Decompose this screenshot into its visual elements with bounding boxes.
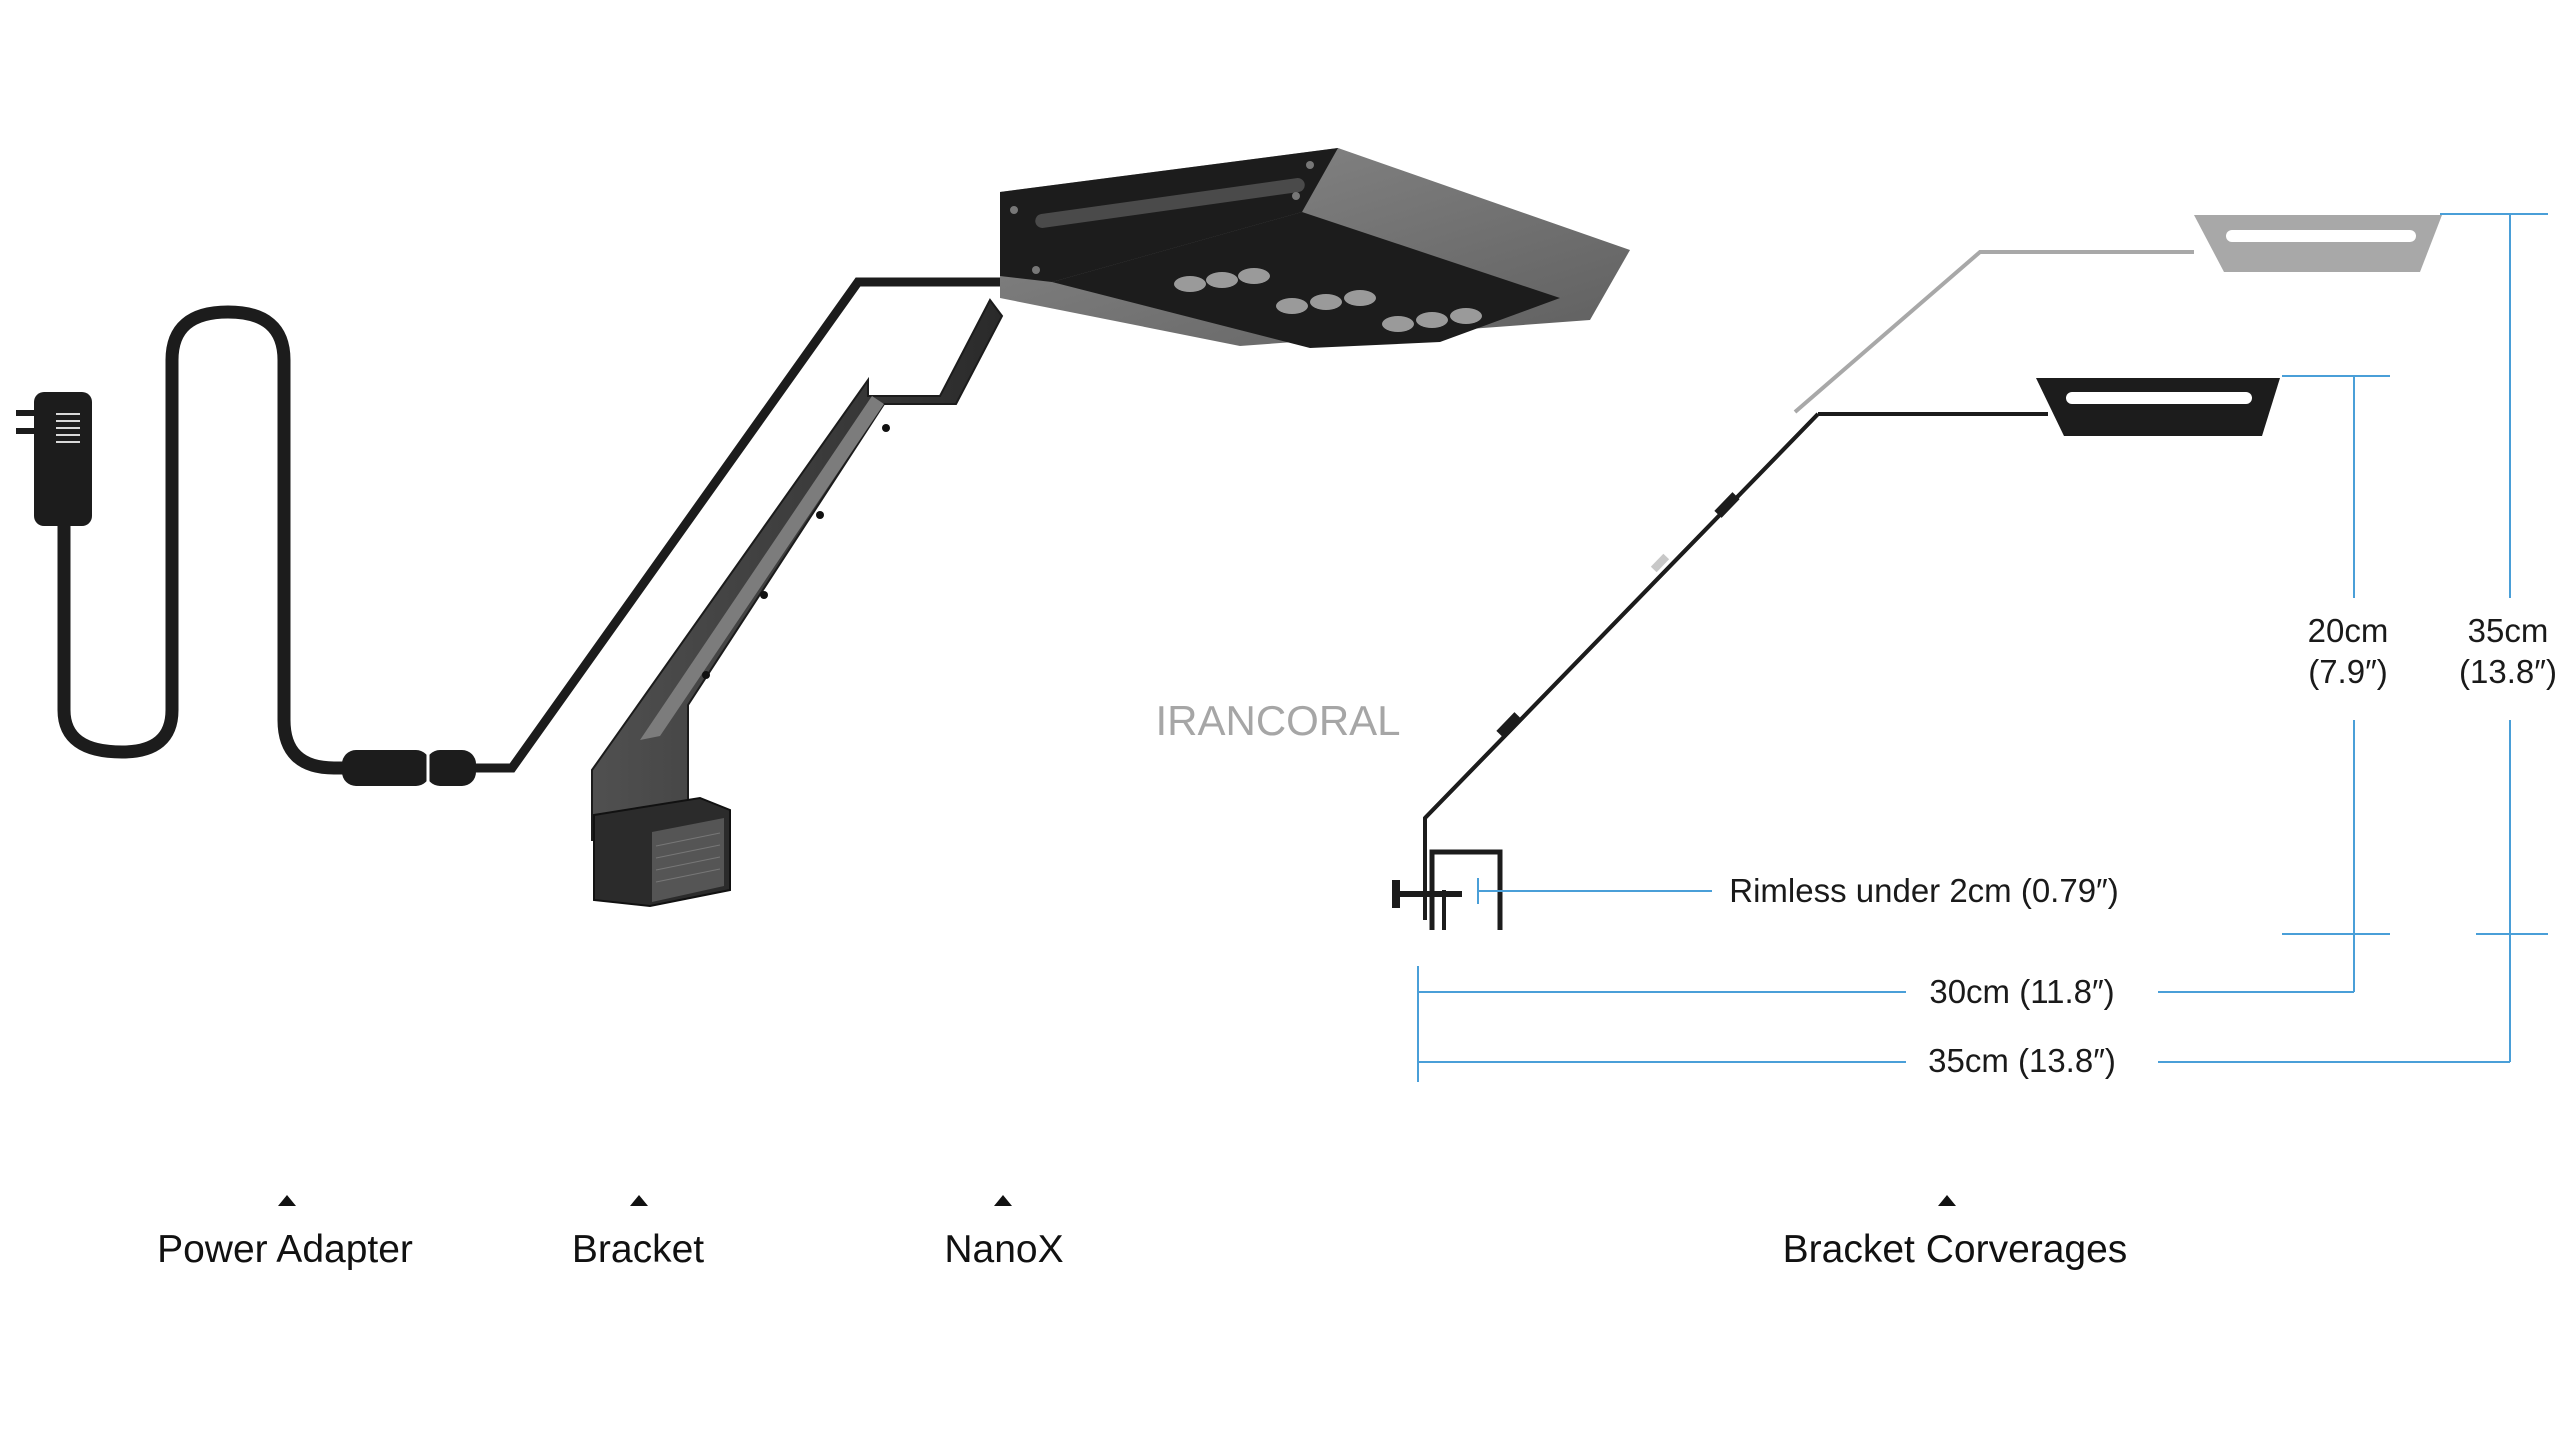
extended-light [2194, 215, 2442, 272]
extended-arm [1793, 250, 2194, 414]
caption-nanox-label: NanoX [944, 1228, 1063, 1271]
height-35-cm-label: 35cm [2468, 612, 2549, 649]
bracket-coverage-illustration [1392, 215, 2442, 930]
width-35-label: 35cm (13.8″) [1928, 1042, 2116, 1079]
caption-bracket-coverages-label: Bracket Corverages [1783, 1228, 2128, 1271]
rimless-label: Rimless under 2cm (0.79″) [1729, 872, 2118, 909]
triangle-up-icon [994, 1195, 1012, 1206]
height-20-in-label: (7.9″) [2308, 653, 2388, 690]
led-cluster [1174, 268, 1482, 332]
cable-connector [342, 750, 430, 786]
adapter-cable [57, 305, 348, 775]
height-20-cm-label: 20cm [2308, 612, 2389, 649]
triangle-up-icon [278, 1195, 296, 1206]
triangle-up-icon [1938, 1195, 1956, 1206]
caption-power-adapter: Power Adapter [157, 1195, 413, 1271]
nanox-light-illustration [1000, 148, 1630, 348]
bracket-cable [476, 277, 1060, 773]
adapter-body [34, 392, 92, 526]
caption-nanox: NanoX [944, 1195, 1064, 1271]
dimension-lines [1417, 213, 2548, 1082]
bracket-illustration [591, 298, 1004, 908]
caption-bracket: Bracket [572, 1195, 704, 1271]
caption-bracket-label: Bracket [572, 1228, 704, 1271]
width-30-label: 30cm (11.8″) [1929, 973, 2114, 1010]
caption-bracket-coverages: Bracket Corverages [1783, 1195, 2128, 1271]
power-adapter-illustration [16, 277, 1060, 786]
compact-light [2036, 378, 2280, 436]
caption-power-adapter-label: Power Adapter [157, 1228, 413, 1271]
watermark: IRANCORAL [1155, 697, 1400, 744]
triangle-up-icon [630, 1195, 648, 1206]
height-35-in-label: (13.8″) [2459, 653, 2557, 690]
